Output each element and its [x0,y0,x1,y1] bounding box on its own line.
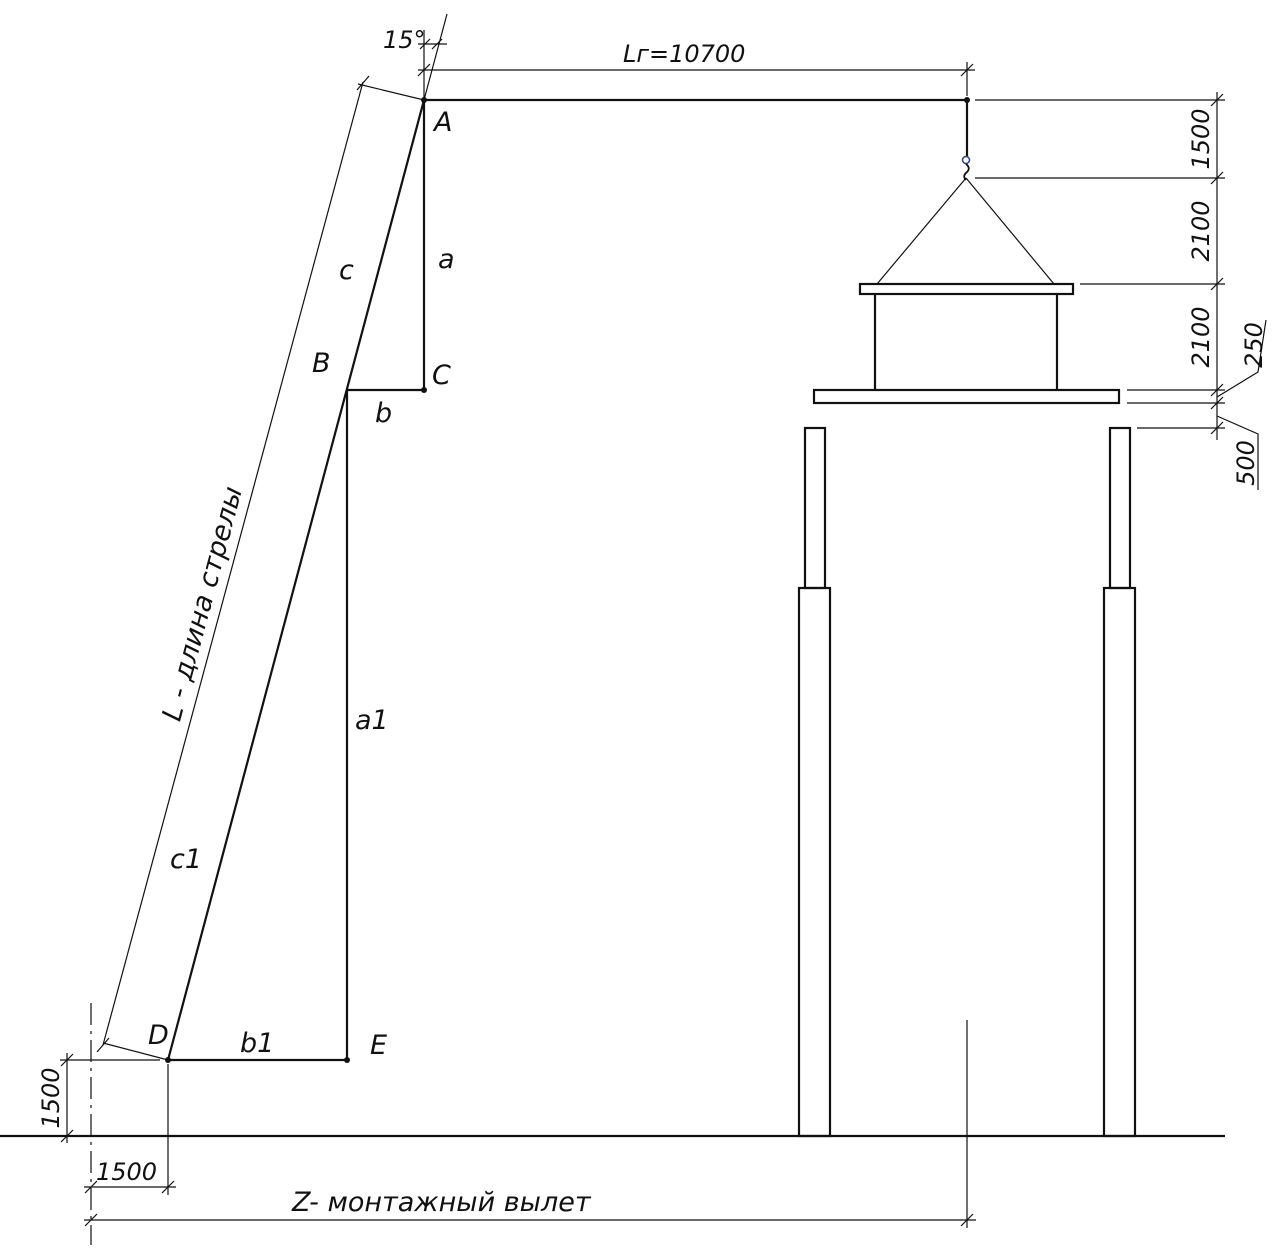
dim-ticks-right [1210,93,1224,435]
dim-boom-ext-bottom [102,1042,169,1061]
dim-boom-line [102,81,364,1046]
dim-500-text: 500 [1232,440,1260,486]
segment-b1-label: b1 [240,1028,274,1059]
dim-angle-text: 15° [383,26,426,54]
point-e-dot [344,1057,350,1063]
point-c-label: C [432,360,451,391]
column-left-bottom [797,586,832,1138]
column-right-top [1108,426,1132,590]
segment-c-label: c [339,255,354,286]
point-b-label: B [312,348,331,379]
point-c-dot [421,387,427,393]
dim-outreach-tick-right [960,1213,974,1227]
dim-angle-tick-right [431,38,443,50]
dim-left-1500-tick-bottom [60,1129,74,1143]
dim-250-text: 250 [1240,322,1268,368]
boom-length-label: L - длина стрелы [157,483,249,724]
point-e-label: E [370,1030,387,1061]
sling-left [876,177,967,285]
dim-boom-tick-top [356,75,370,91]
column-right-bottom [1102,586,1137,1138]
dim-bottom-1500-tick-left [84,1180,98,1194]
sling-right [965,177,1055,285]
leader-500 [1216,415,1259,490]
segment-b-label: b [375,398,392,429]
dim-boom-tick-bottom [96,1037,110,1053]
hook-icon [961,155,971,181]
dim-2100-top-text: 2100 [1187,200,1215,261]
dim-2100-mid-text: 2100 [1187,306,1215,367]
dim-lg-text: Lг=10700 [623,40,745,68]
dim-angle-tick-left [419,38,431,50]
dim-outreach-tick-left [84,1213,98,1227]
dim-bottom-1500-tick-right [161,1180,175,1194]
load-upper-plate [858,282,1075,296]
boom-line [166,99,426,1061]
point-d-label: D [148,1020,169,1051]
outreach-label: Z- монтажный вылет [291,1187,592,1218]
column-left-top [803,426,827,590]
dim-boom-ext-top [357,83,425,101]
segment-a1-label: a1 [355,705,389,736]
load-lower-plate [812,388,1121,405]
point-a-label: A [432,107,452,138]
boom-extension [423,13,448,101]
dim-left-1500-tick-top [60,1053,74,1067]
dim-left-1500-text: 1500 [37,1067,65,1128]
leader-250 [1216,319,1267,398]
dim-lg-tick-right [960,63,974,77]
dim-bottom-1500-text: 1500 [96,1158,157,1186]
segment-a-label: a [438,244,455,275]
dim-1500-right-text: 1500 [1187,108,1215,169]
dim-lg-tick-left [417,63,431,77]
segment-c1-label: c1 [170,844,202,875]
